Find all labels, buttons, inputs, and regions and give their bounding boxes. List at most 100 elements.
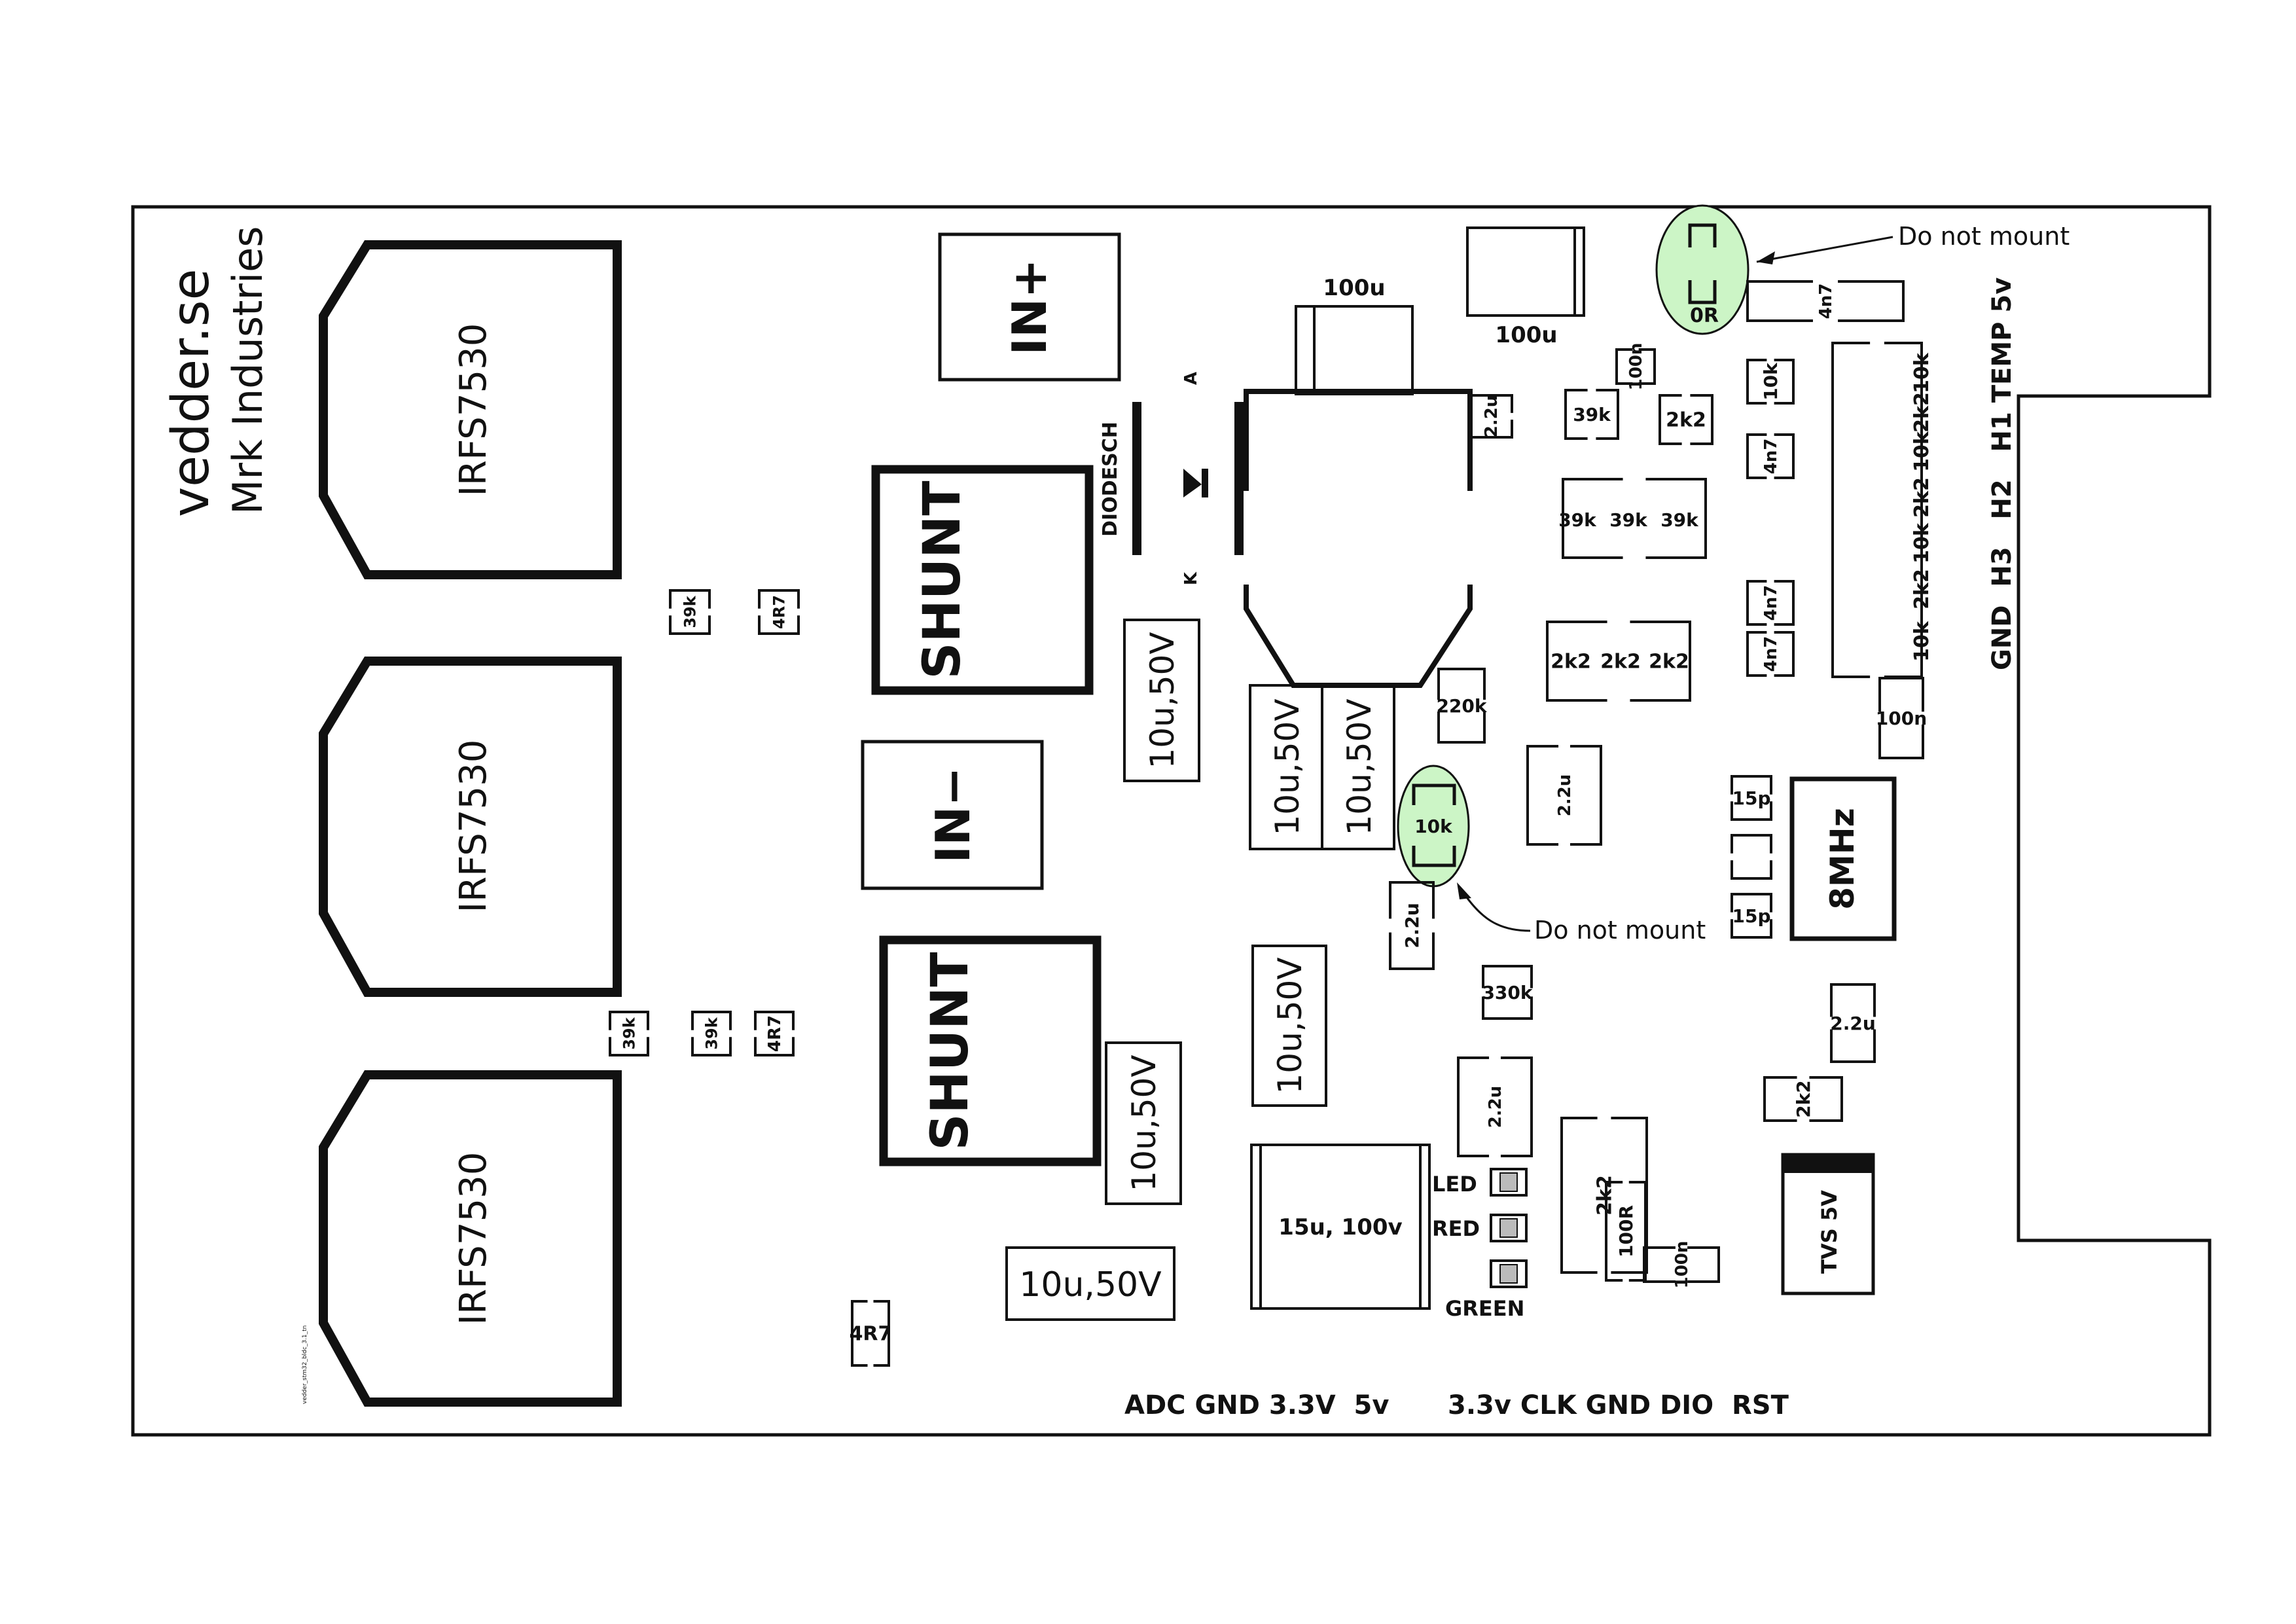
smd-footprint: [1731, 775, 1772, 821]
shunt-1: SHUNT: [871, 465, 1094, 695]
smd-value-label: 2.2u: [1486, 1086, 1505, 1128]
smd-footprint: [1643, 1246, 1720, 1283]
smd-value-label: 39k: [681, 595, 699, 628]
smd-footprint: [1605, 1181, 1647, 1282]
resistor-column-label: 2k2: [1910, 392, 1933, 433]
shunt-2: SHUNT: [879, 935, 1102, 1166]
smd-value-label: 4R7: [770, 595, 788, 629]
mosfet-q1: IRFS7530: [319, 240, 622, 579]
led-block: LED RED GREEN: [1432, 1168, 1528, 1321]
led-green-label: GREEN: [1445, 1296, 1524, 1321]
smd-footprint: [758, 589, 800, 635]
shunt-1-label: SHUNT: [913, 480, 972, 679]
dnm-note-top: Do not mount: [1756, 222, 2070, 264]
connector-bottom-left-labels: ADC GND 3.3V 5v: [1124, 1390, 1389, 1420]
smd-footprint: [1659, 394, 1713, 445]
cap-10u50v-6-label: 10u,50V: [1019, 1265, 1162, 1305]
cap-10u50v-3: 10u,50V: [1321, 684, 1395, 850]
pad-in-minus-label: IN−: [925, 767, 980, 863]
tvs-diode: TVS 5V: [1781, 1153, 1875, 1295]
resistor-column-label: 10k: [1910, 431, 1933, 472]
tvs-label: TVS 5V: [1817, 1190, 1842, 1274]
smd-footprint: [1482, 965, 1533, 1020]
board-outline: [131, 205, 2212, 1437]
cap-100u-b: 100u: [1466, 226, 1585, 348]
diode-sch: DIODESCH A K: [1099, 372, 1244, 585]
smd-footprint: [1746, 631, 1795, 677]
cap-100u-a-label: 100u: [1323, 275, 1385, 301]
shunt-2-label: SHUNT: [921, 952, 980, 1150]
mosfet-q3-label: IRFS7530: [452, 1152, 495, 1326]
cap-100u-a: 100u: [1295, 275, 1414, 395]
dnm-0r-label: 0R: [1690, 304, 1719, 327]
crystal-8mhz: 8MHz: [1789, 776, 1897, 941]
diode-label: DIODESCH: [1099, 422, 1122, 537]
smd-footprint: [1746, 433, 1795, 479]
dnm-note-mid: Do not mount: [1457, 882, 1706, 945]
diode-cathode-label: K: [1181, 571, 1201, 585]
smd-footprint: [1469, 394, 1513, 439]
smd-value-label: 2.2u: [1555, 774, 1575, 817]
smd-footprint: [1526, 745, 1602, 846]
smd-footprint: [1457, 1056, 1533, 1157]
cap-10u50v-5: 10u,50V: [1105, 1041, 1182, 1205]
smd-value-label: 39k: [1609, 509, 1648, 531]
resistor-column-label: 10k: [1910, 352, 1933, 393]
smd-value-label: 2k2: [1649, 651, 1689, 674]
cap-10u50v-1: 10u,50V: [1123, 619, 1200, 782]
pad-in-plus-label: IN+: [1002, 259, 1057, 355]
dnm-note-top-text: Do not mount: [1898, 222, 2070, 251]
smd-footprint: [754, 1011, 795, 1056]
smd-value-label: 220k: [1436, 695, 1487, 717]
smd-value-label: 39k: [1558, 509, 1597, 531]
cap-10u50v-4: 10u,50V: [1251, 945, 1327, 1107]
smd-footprint: [1389, 881, 1435, 970]
smd-value-label: 2k2: [1793, 1080, 1814, 1118]
smd-footprint: [1731, 834, 1772, 880]
smd-value-label: 2k2: [1600, 651, 1641, 674]
smd-footprint: [1763, 1076, 1843, 1122]
smd-value-label: 100n: [1626, 343, 1646, 391]
cap-15u100v-label: 15u, 100v: [1278, 1214, 1402, 1240]
connector-bottom-right-labels: 3.3v CLK GND DIO RST: [1448, 1390, 1789, 1420]
smd-value-label: 2.2u: [1830, 1013, 1876, 1034]
resistor-column-label: 10k: [1910, 522, 1933, 564]
mosfet-q3: IRFS7530: [319, 1070, 622, 1407]
smd-value-label: 10k: [1760, 362, 1782, 401]
mosfet-q1-label: IRFS7530: [452, 323, 495, 497]
pad-in-plus: IN+: [938, 232, 1121, 382]
mosfet-q2: IRFS7530: [319, 657, 622, 997]
smd-value-label: 15p: [1732, 787, 1770, 809]
smd-value-label: 2k2: [1551, 651, 1591, 674]
tiny-file-label: vedder_stm32_bldc_3.1_tn: [302, 1326, 308, 1404]
connector-right-labels: GND H3 H2 H1 TEMP 5v: [1987, 278, 2017, 670]
mosfet-q2-label: IRFS7530: [452, 740, 495, 913]
cap-100u-b-label: 100u: [1495, 322, 1557, 348]
pad-in-minus: IN−: [861, 740, 1044, 890]
smd-value-label: 4n7: [1761, 636, 1781, 672]
smd-footprint: [1878, 677, 1924, 759]
diode-anode-label: A: [1181, 372, 1201, 385]
dnm-0r-resistor: 0R: [1655, 204, 1749, 335]
smd-footprint: [1746, 580, 1795, 626]
smd-value-label: 15p: [1732, 905, 1770, 927]
smd-value-label: 39k: [702, 1017, 721, 1049]
cap-10u50v-4-label: 10u,50V: [1271, 957, 1309, 1094]
smd-value-label: 39k: [1573, 404, 1611, 425]
crystal-label: 8MHz: [1823, 808, 1861, 910]
dnm-10k-resistor: 10k: [1397, 765, 1470, 888]
smd-value-label: 39k: [620, 1017, 638, 1049]
smd-footprint: [1830, 983, 1876, 1063]
smd-value-label: 100n: [1876, 708, 1927, 729]
smd-value-label: 4R7: [765, 1015, 785, 1052]
smd-value-label: 2.2u: [1482, 395, 1501, 438]
smd-value-label: 4n7: [1761, 585, 1781, 621]
cap-10u50v-6: 10u,50V: [1005, 1246, 1175, 1321]
resistor-column-label: 2k2: [1910, 477, 1933, 518]
smd-footprint: [1615, 348, 1656, 385]
resistor-column-label: 2k2: [1910, 569, 1933, 609]
smd-value-label: 2.2u: [1401, 903, 1423, 948]
cap-15u100v: 15u, 100v: [1250, 1144, 1431, 1310]
